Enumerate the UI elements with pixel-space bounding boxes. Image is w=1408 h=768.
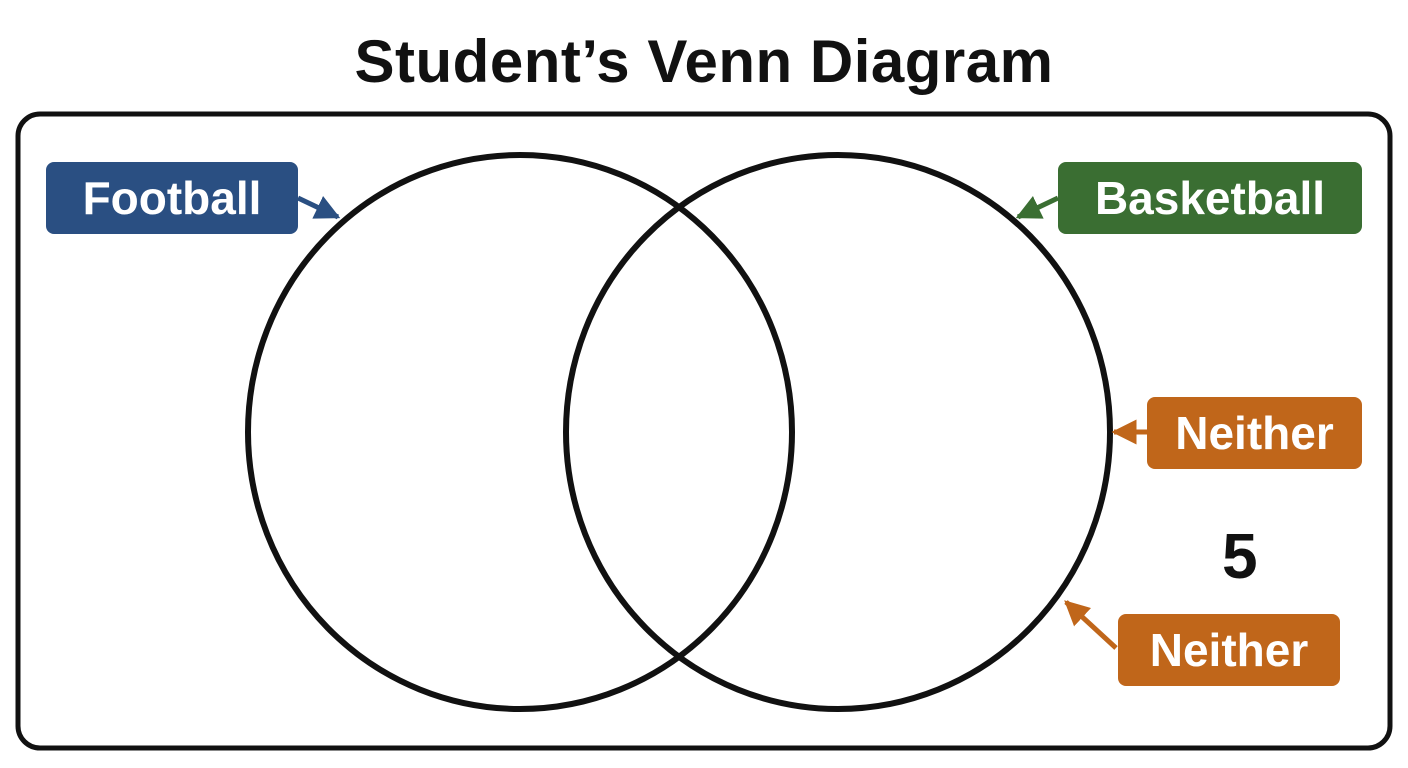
diagram-title: Student’s Venn Diagram: [354, 28, 1054, 95]
football-label: Football: [46, 162, 298, 234]
football-circle: [245, 152, 795, 712]
neither-arrow-bottom: [1064, 600, 1118, 650]
neither-label-top: Neither: [1147, 397, 1362, 469]
outside-count: 5: [1222, 520, 1258, 592]
universal-set-box: [15, 111, 1393, 751]
neither-label-bottom: Neither: [1118, 614, 1340, 686]
football-arrow: [296, 195, 341, 220]
basketball-circle: [563, 152, 1113, 712]
basketball-label: Basketball: [1058, 162, 1362, 234]
basketball-arrow: [1015, 195, 1060, 220]
